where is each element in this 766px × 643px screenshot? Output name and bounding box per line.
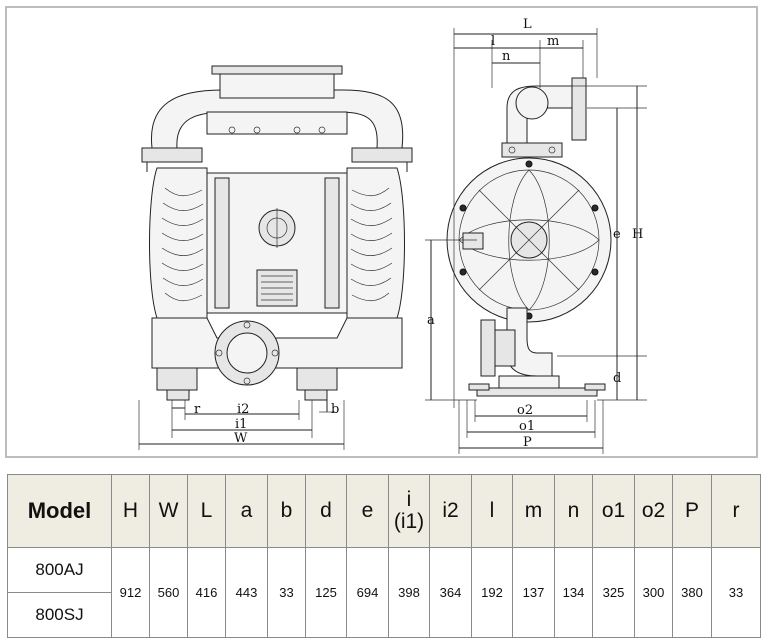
header-i-i1: i (i1) xyxy=(388,474,430,548)
header-i-bottom: (i1) xyxy=(393,509,425,533)
header-o2: o2 xyxy=(634,474,673,548)
header-e: e xyxy=(346,474,389,548)
dim-label-m: m xyxy=(547,34,559,49)
header-b: b xyxy=(267,474,306,548)
value-l: 192 xyxy=(471,547,513,638)
value-o2: 300 xyxy=(634,547,673,638)
spec-table: Model H W L a b d e i (i1) i2 l m n o1 o… xyxy=(7,474,761,638)
dim-label-l: l xyxy=(491,34,495,49)
technical-drawing: r i2 b i1 W xyxy=(5,6,758,458)
dim-label-d: d xyxy=(613,371,621,386)
spec-table-header-row: Model H W L a b d e i (i1) i2 l m n o1 o… xyxy=(7,474,761,548)
header-i-top: i xyxy=(406,487,412,511)
table-row: 800SJ xyxy=(7,592,761,638)
side-view-pump xyxy=(446,77,612,397)
dim-label-r: r xyxy=(194,402,201,417)
value-d: 125 xyxy=(305,547,347,638)
dim-label-a: a xyxy=(427,313,435,328)
value-W: 560 xyxy=(149,547,188,638)
value-m: 137 xyxy=(512,547,555,638)
header-r: r xyxy=(711,474,761,548)
header-m: m xyxy=(512,474,555,548)
front-view-dimensions xyxy=(138,389,345,450)
table-row: 800AJ 912 560 416 443 33 125 694 398 364… xyxy=(7,547,761,638)
header-o1: o1 xyxy=(592,474,635,548)
header-H: H xyxy=(111,474,150,548)
header-P: P xyxy=(672,474,712,548)
value-b: 33 xyxy=(267,547,306,638)
header-n: n xyxy=(554,474,593,548)
header-a: a xyxy=(225,474,268,548)
dim-label-o2: o2 xyxy=(517,403,533,418)
side-view-dimensions xyxy=(425,28,647,454)
value-L: 416 xyxy=(187,547,226,638)
value-P: 380 xyxy=(672,547,712,638)
header-i-stack: i (i1) xyxy=(393,487,425,533)
dim-label-n: n xyxy=(502,49,511,64)
dim-label-b: b xyxy=(331,402,339,417)
dim-label-P: P xyxy=(523,435,532,450)
dim-label-i2: i2 xyxy=(237,402,249,417)
header-model: Model xyxy=(7,474,112,548)
model-cell-800SJ: 800SJ xyxy=(7,592,112,638)
value-e: 694 xyxy=(346,547,389,638)
front-view-pump xyxy=(141,65,413,401)
value-r: 33 xyxy=(711,547,761,638)
value-H: 912 xyxy=(111,547,150,638)
dim-label-H: H xyxy=(632,227,643,242)
pump-drawing-svg: r i2 b i1 W xyxy=(138,17,647,454)
model-cell-800AJ: 800AJ xyxy=(7,547,112,593)
dim-label-W: W xyxy=(234,431,248,446)
header-L: L xyxy=(187,474,226,548)
value-n: 134 xyxy=(554,547,593,638)
dim-label-o1: o1 xyxy=(519,419,535,434)
dim-label-e: e xyxy=(613,227,621,242)
value-a: 443 xyxy=(225,547,268,638)
value-o1: 325 xyxy=(592,547,635,638)
value-i: 398 xyxy=(388,547,430,638)
dim-label-L: L xyxy=(523,17,532,32)
header-i2: i2 xyxy=(429,474,472,548)
header-d: d xyxy=(305,474,347,548)
value-i2: 364 xyxy=(429,547,472,638)
header-W: W xyxy=(149,474,188,548)
dim-label-i1: i1 xyxy=(235,417,247,432)
header-l: l xyxy=(471,474,513,548)
